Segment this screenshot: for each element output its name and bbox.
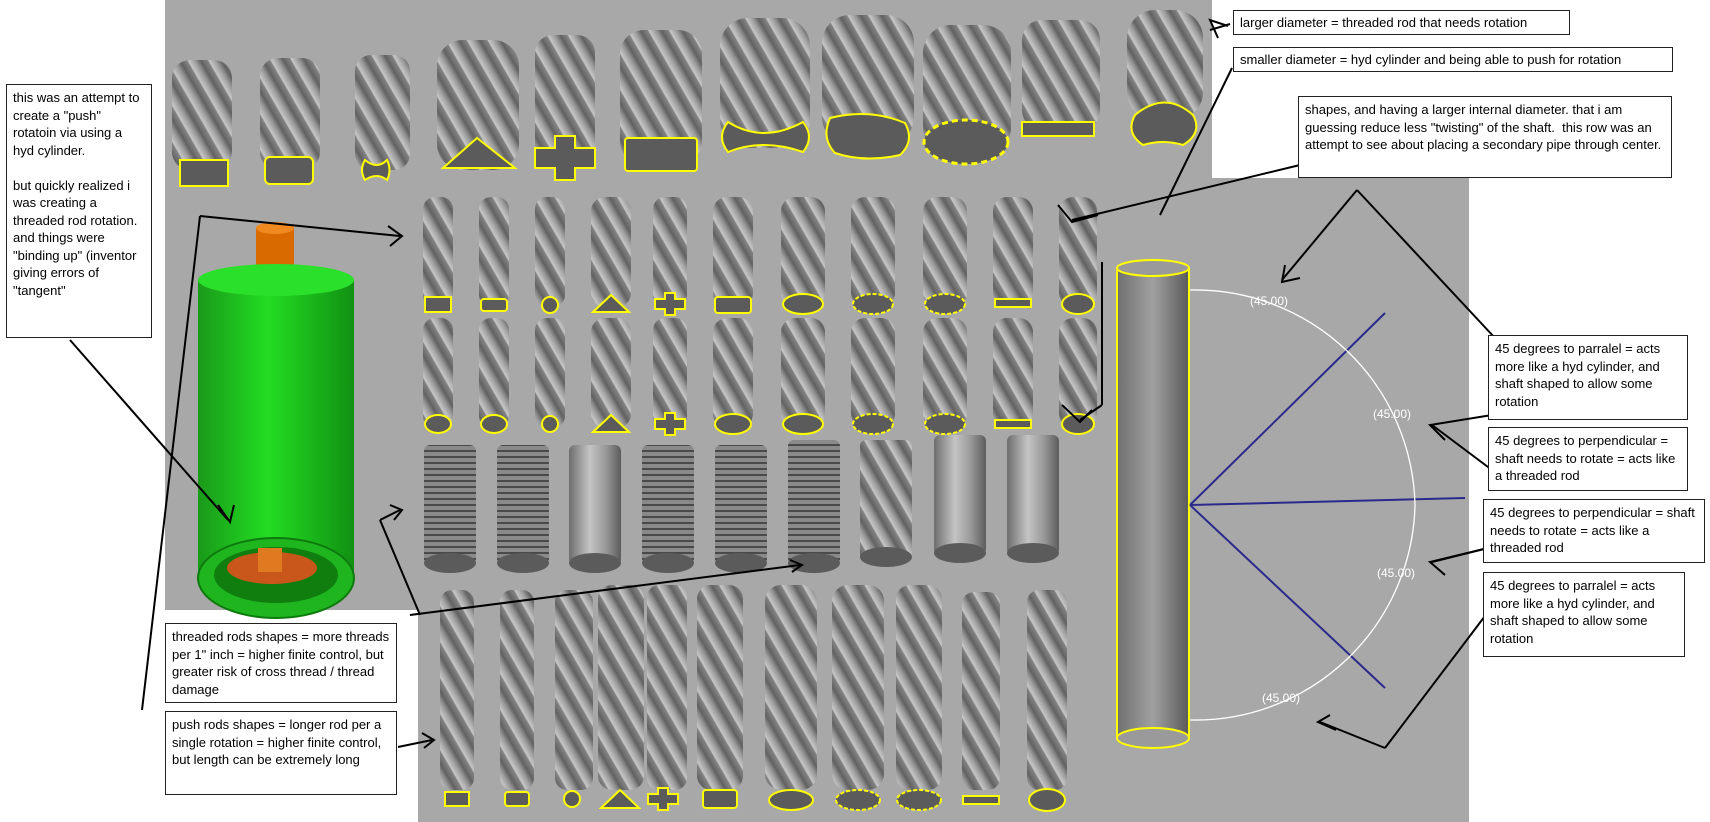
dimension-label: (45.00)	[1373, 407, 1411, 421]
note-45-parallel-bottom: 45 degrees to parralel = acts more like …	[1483, 572, 1685, 657]
note-threaded-rods: threaded rods shapes = more threads per …	[165, 623, 397, 703]
note-shapes: shapes, and having a larger internal dia…	[1298, 96, 1672, 178]
large-shaft-model	[1116, 259, 1466, 749]
note-45-perpendicular-bottom: 45 degrees to perpendicular = shaft need…	[1483, 499, 1705, 563]
push-rods-row	[440, 585, 1067, 812]
note-attempt: this was an attempt to create a "push" r…	[6, 84, 152, 338]
note-45-parallel-top: 45 degrees to parralel = acts more like …	[1488, 335, 1688, 420]
push-rods-panel	[418, 585, 1469, 822]
note-45-perpendicular-top: 45 degrees to perpendicular = shaft need…	[1488, 427, 1688, 491]
dimension-label: (45.00)	[1250, 294, 1288, 308]
dimension-labels: (45.00) (45.00) (45.00) (45.00)	[1250, 294, 1415, 705]
annotation-arrows	[69, 18, 1496, 749]
dimension-label: (45.00)	[1377, 566, 1415, 580]
top-row-shapes	[172, 10, 1203, 187]
hyd-cylinder-model	[197, 222, 355, 619]
middle-rods-rows	[423, 197, 1097, 436]
note-smaller-diameter: smaller diameter = hyd cylinder and bein…	[1233, 47, 1673, 72]
note-push-rods: push rods shapes = longer rod per a sing…	[165, 711, 397, 795]
shape-rect	[172, 60, 232, 170]
dimension-label: (45.00)	[1262, 691, 1300, 705]
threaded-rods-row	[424, 435, 1059, 573]
note-larger-diameter: larger diameter = threaded rod that need…	[1233, 10, 1570, 35]
